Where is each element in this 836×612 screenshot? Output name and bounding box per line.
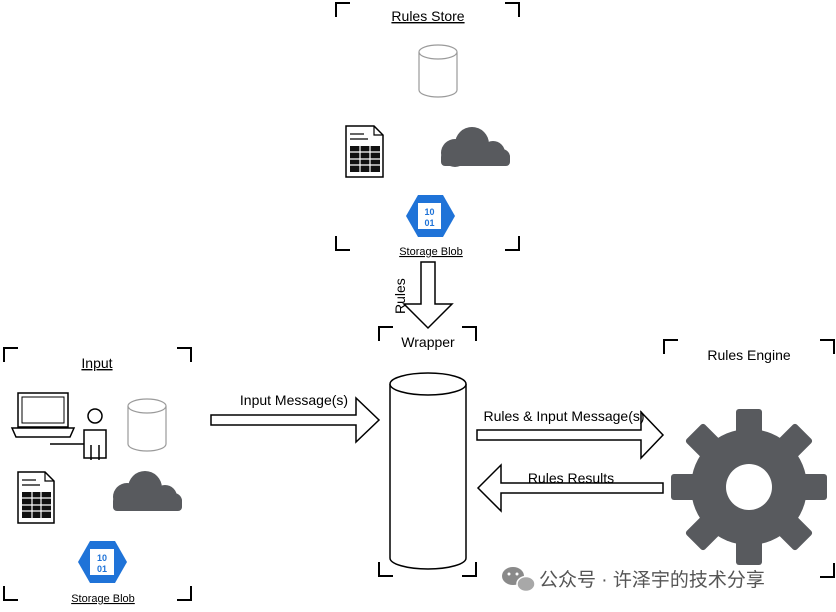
input-message-label: Input Message(s)	[240, 392, 348, 408]
rules-arrow: Rules	[392, 261, 454, 330]
wrapper-cylinder	[389, 372, 467, 570]
rules-results-label: Rules Results	[528, 470, 614, 486]
rules-arrow-label: Rules	[392, 278, 408, 314]
storage-blob-icon: 10 01	[78, 541, 127, 583]
wrapper-group: Wrapper	[378, 326, 477, 577]
watermark-text: 公众号 · 许泽宇的技术分享	[539, 569, 765, 591]
database-icon	[127, 398, 167, 452]
blob-glyph-top: 10	[424, 207, 434, 217]
cloud-icon	[113, 471, 182, 511]
input-frame	[3, 347, 192, 601]
spreadsheet-icon	[17, 471, 55, 524]
gear-icon	[671, 409, 827, 565]
rules-engine-title: Rules Engine	[707, 347, 790, 363]
wechat-icon	[502, 567, 536, 593]
input-blob-label: Storage Blob	[71, 593, 135, 605]
spreadsheet-icon	[345, 125, 384, 178]
rules-store-frame	[335, 2, 520, 251]
rules-store-blob-label: Storage Blob	[399, 246, 463, 258]
rules-and-input-arrow: Rules & Input Message(s)	[476, 408, 665, 460]
input-title: Input	[81, 355, 112, 371]
rules-store-title: Rules Store	[391, 8, 464, 24]
blob-glyph-bottom: 01	[97, 564, 107, 574]
cloud-icon	[441, 127, 510, 167]
wrapper-title: Wrapper	[401, 334, 455, 350]
rules-results-arrow: Rules Results	[476, 463, 664, 513]
blob-glyph-bottom: 01	[424, 218, 434, 228]
blob-glyph-top: 10	[97, 553, 107, 563]
rules-engine-group: Rules Engine	[663, 339, 835, 578]
database-icon	[418, 44, 458, 98]
rules-store-group: Rules Store	[335, 2, 520, 258]
rules-engine-frame	[663, 339, 835, 578]
laptop-user-icon	[10, 392, 107, 460]
storage-blob-icon: 10 01	[406, 195, 455, 237]
rules-and-input-label: Rules & Input Message(s)	[483, 408, 644, 424]
wrapper-frame	[378, 326, 477, 577]
input-message-arrow: Input Message(s)	[210, 392, 381, 444]
input-group: Input	[3, 347, 192, 605]
watermark: 公众号 · 许泽宇的技术分享	[502, 567, 765, 593]
